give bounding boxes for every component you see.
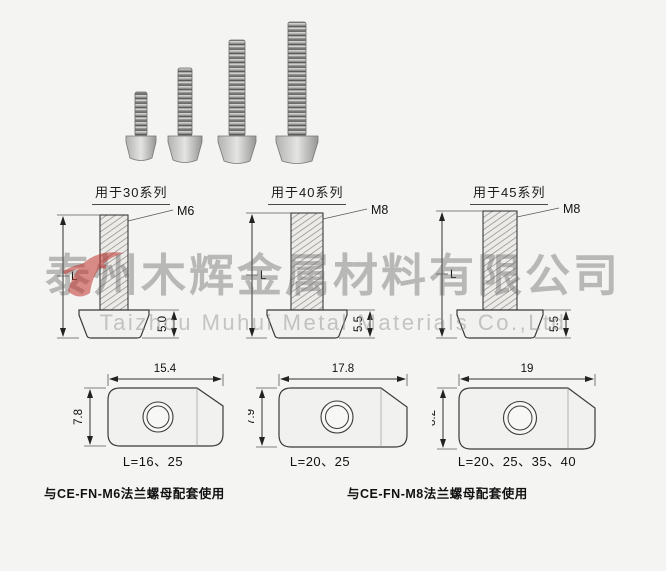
bottom-view-drawing-45: 19 8.2 — [432, 363, 596, 450]
series-label-30: 用于30系列 — [92, 182, 171, 205]
lengths-45: L=20、25、35、40 — [457, 454, 577, 469]
head-height-dimension: 5.5 — [535, 309, 571, 339]
thread-callout: M8 — [322, 203, 388, 220]
head-depth-dim-label: 8.2 — [432, 410, 438, 426]
length-dim-label: L — [71, 271, 78, 283]
bolt-stud — [482, 210, 518, 311]
bottom-view-drawing-40: 17.8 7.9 — [248, 363, 408, 448]
bolt-stud — [290, 212, 324, 311]
head-depth-dim-label: 7.9 — [248, 409, 257, 425]
bolt-head — [456, 309, 544, 339]
t-bolt-photo-small — [125, 91, 157, 161]
t-bolt-photo-xlarge — [275, 21, 319, 164]
note-m8-flange-nut: 与CE-FN-M8法兰螺母配套使用 — [347, 487, 528, 501]
width-dimension: 15.4 — [107, 363, 224, 386]
bolt-head — [266, 309, 348, 339]
head-width-dim-label: 15.4 — [154, 363, 177, 375]
width-dimension: 17.8 — [278, 363, 408, 386]
thread-callout: M6 — [127, 204, 194, 222]
thread-label: M6 — [177, 204, 194, 218]
depth-dimension: 7.9 — [248, 387, 277, 448]
series-label-45: 用于45系列 — [470, 182, 549, 205]
lengths-30: L=16、25 — [122, 454, 184, 469]
length-dim-label: L — [450, 269, 457, 281]
series-label-40: 用于40系列 — [268, 182, 347, 205]
head-height-dim-label: 5.0 — [157, 316, 169, 332]
length-dimension: L — [436, 210, 483, 339]
head-height-dim-label: 5.5 — [353, 316, 365, 332]
note-m6-flange-nut: 与CE-FN-M6法兰螺母配套使用 — [44, 487, 225, 501]
thread-label: M8 — [371, 203, 388, 217]
thread-hole-inner — [146, 405, 170, 429]
head-depth-dim-label: 7.8 — [73, 409, 85, 425]
lengths-40: L=20、25 — [289, 454, 351, 469]
thread-hole-inner — [325, 405, 349, 429]
thread-label: M8 — [563, 203, 580, 216]
thread-callout: M8 — [516, 203, 580, 218]
product-photos — [125, 21, 319, 164]
bolt-stud — [99, 214, 129, 311]
bolt-head — [78, 309, 150, 339]
head-height-dim-label: 5.5 — [549, 316, 561, 332]
thread-hole-inner — [507, 405, 533, 431]
head-width-dim-label: 19 — [521, 363, 534, 375]
bottom-view-drawing-30: 15.4 7.8 — [73, 363, 224, 447]
t-bolt-photo-large — [217, 39, 257, 164]
depth-dimension: 7.8 — [73, 387, 106, 447]
head-height-dimension: 5.5 — [339, 309, 375, 339]
side-view-drawing-40: M8 L 5.5 — [246, 203, 388, 339]
side-view-drawing-30: M6 L 5.0 — [57, 204, 194, 339]
length-dimension: L — [246, 212, 291, 339]
side-view-drawing-45: M8 L 5.5 — [436, 203, 580, 339]
head-width-dim-label: 17.8 — [332, 363, 354, 375]
head-height-dimension: 5.0 — [142, 309, 179, 339]
length-dim-label: L — [260, 270, 267, 282]
depth-dimension: 8.2 — [432, 387, 457, 450]
t-bolt-photo-medium — [167, 67, 203, 163]
width-dimension: 19 — [458, 363, 596, 386]
